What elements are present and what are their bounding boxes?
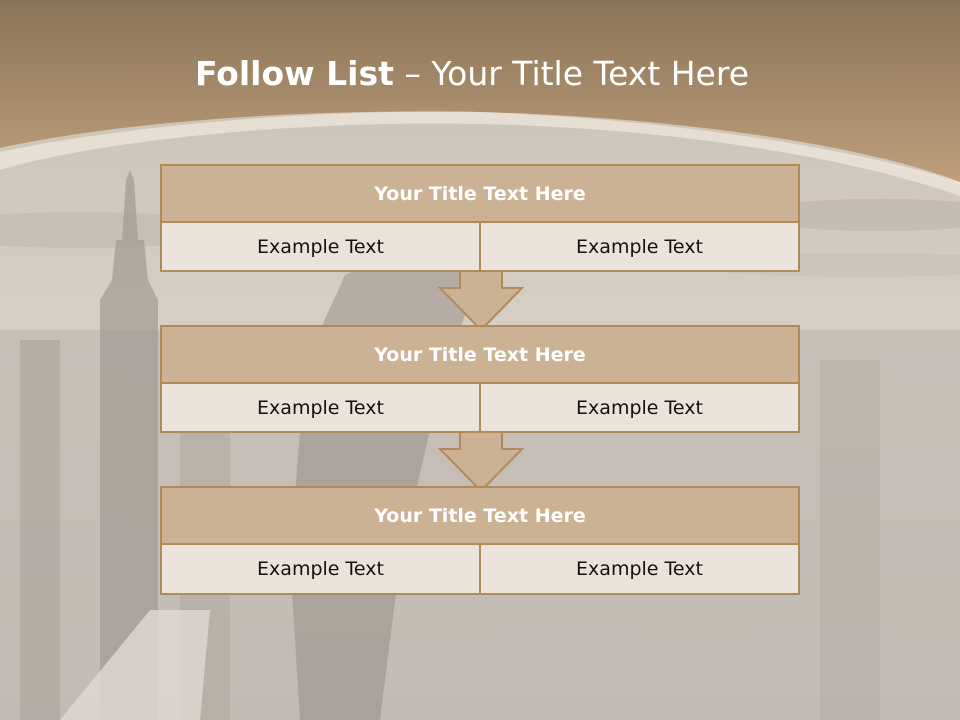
- block-cell-left: Example Text: [257, 558, 384, 580]
- block-cell-right: Example Text: [479, 384, 798, 431]
- slide-title: Follow List – Your Title Text Here: [0, 54, 944, 93]
- block-cell-left: Example Text: [257, 396, 384, 419]
- block-title: Your Title Text Here: [162, 327, 798, 384]
- block-cell-right: Example Text: [479, 545, 798, 593]
- title-bold: Follow List: [194, 54, 394, 93]
- list-block-2: Your Title Text Here Example Text Exampl…: [160, 325, 800, 433]
- down-arrow-icon: [438, 270, 524, 332]
- title-rest: – Your Title Text Here: [404, 54, 750, 93]
- block-cell-right: Example Text: [479, 223, 798, 270]
- block-cell-left: Example Text: [257, 235, 384, 258]
- list-block-1: Your Title Text Here Example Text Exampl…: [160, 164, 800, 272]
- block-row: Example Text Example Text: [162, 223, 798, 270]
- block-row: Example Text Example Text: [162, 545, 798, 593]
- list-block-3: Your Title Text Here Example Text Exampl…: [160, 486, 800, 595]
- down-arrow-icon: [438, 431, 524, 493]
- block-title: Your Title Text Here: [162, 488, 798, 545]
- block-row: Example Text Example Text: [162, 384, 798, 431]
- block-title: Your Title Text Here: [162, 166, 798, 223]
